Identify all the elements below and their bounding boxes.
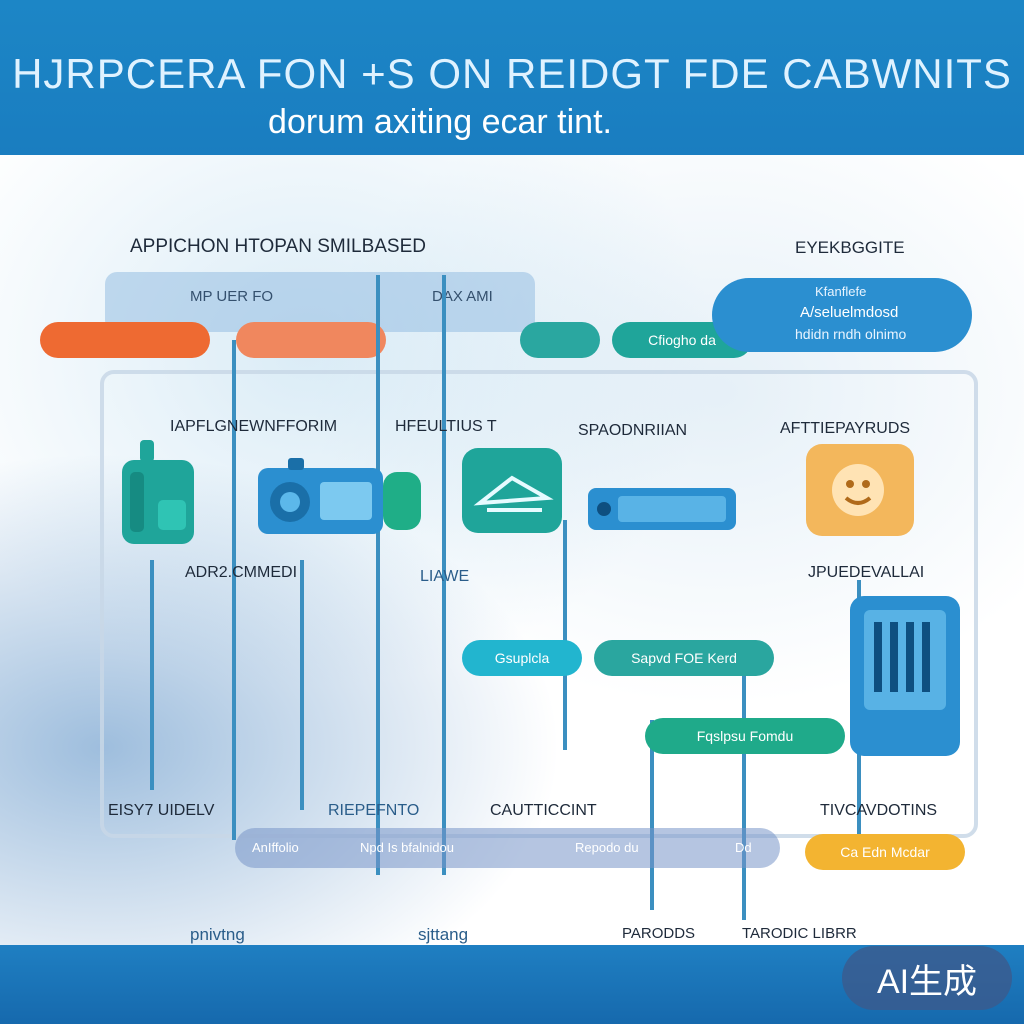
top-panel-label-mid: DAX AMI	[432, 288, 493, 305]
connector-line	[376, 275, 380, 875]
middle-pill-cyan: Gsuplcla	[462, 640, 582, 676]
column-label-2: HFEULTIUS T	[395, 418, 497, 435]
bottom-bar	[235, 828, 780, 868]
column-sublabel-1: ADR2.CMMEDI	[185, 564, 298, 581]
column-sublabel-2: LIAWE	[420, 568, 470, 585]
middle-pill-green: Fqslpsu Fomdu	[645, 718, 845, 754]
connector-line	[563, 520, 567, 750]
right-bubble	[712, 278, 972, 352]
green-pill-1	[520, 322, 600, 358]
orange-bar-mid	[236, 322, 386, 358]
right-bubble-line-3: hdidn rndh olnimo	[795, 326, 907, 342]
bottom-bar-item-3: Repodo du	[575, 840, 639, 855]
middle-pill-teal: Sapvd FOE Kerd	[594, 640, 774, 676]
data-bar-icon	[588, 488, 736, 530]
right-bubble-line-2: A/seluelmdosd	[800, 304, 899, 321]
orange-pill: Ca Edn Mcdar	[805, 834, 965, 870]
page-subtitle: dorum axiting ecar tint.	[268, 103, 612, 141]
footer-label-3: PARODDS	[622, 925, 696, 942]
bottom-bar-item-1: AnIffolio	[252, 840, 299, 855]
face-app-icon	[806, 444, 914, 536]
column-sublabel-4: JPUEDEVALLAI	[808, 564, 925, 581]
top-left-heading: APPICHON HTOPAN SMILBASED	[130, 236, 426, 257]
bottom-label-3: CAUTTICCINT	[490, 802, 597, 819]
ship-screen-icon	[462, 448, 562, 533]
orange-bar-left	[40, 322, 210, 358]
top-panel-label-left: MP UER FO	[190, 288, 274, 305]
right-bubble-line-1: Kfanflefe	[815, 284, 867, 299]
connector-line	[232, 340, 236, 840]
header-banner	[0, 0, 1024, 155]
footer-label-1: pnivtng	[190, 925, 245, 944]
backpack-icon	[118, 440, 198, 545]
bottom-bar-item-2: Npd Is bfalnidou	[360, 840, 454, 855]
ai-generated-badge: AI生成	[842, 946, 1012, 1010]
connector-line	[150, 560, 154, 790]
connector-line	[442, 275, 446, 875]
radio-device-icon	[258, 458, 423, 538]
column-label-1: IAPFLGNEWNFFORIM	[170, 418, 338, 435]
connector-line	[650, 720, 654, 910]
bottom-label-1: EISY7 UIDELV	[108, 802, 215, 819]
tablet-icon	[850, 596, 960, 756]
footer-label-2: sjttang	[418, 925, 469, 944]
bottom-bar-item-4: Dd	[735, 840, 752, 855]
connector-line	[300, 560, 304, 810]
footer-label-4: TARODIC LIBRR	[742, 925, 857, 942]
bottom-label-4: TIVCAVDOTINS	[820, 802, 938, 819]
page-title: HJRPCERA FON +S ON REIDGT FDE CABWNITS	[12, 50, 1012, 97]
bottom-label-2: RIEPEFNTO	[328, 802, 420, 819]
top-right-heading: EYEKBGGITE	[795, 238, 905, 257]
column-label-3: SPAODNRIIAN	[578, 422, 688, 439]
connector-line	[742, 660, 746, 920]
column-label-4: AFTTIEPAYRUDS	[780, 420, 911, 437]
